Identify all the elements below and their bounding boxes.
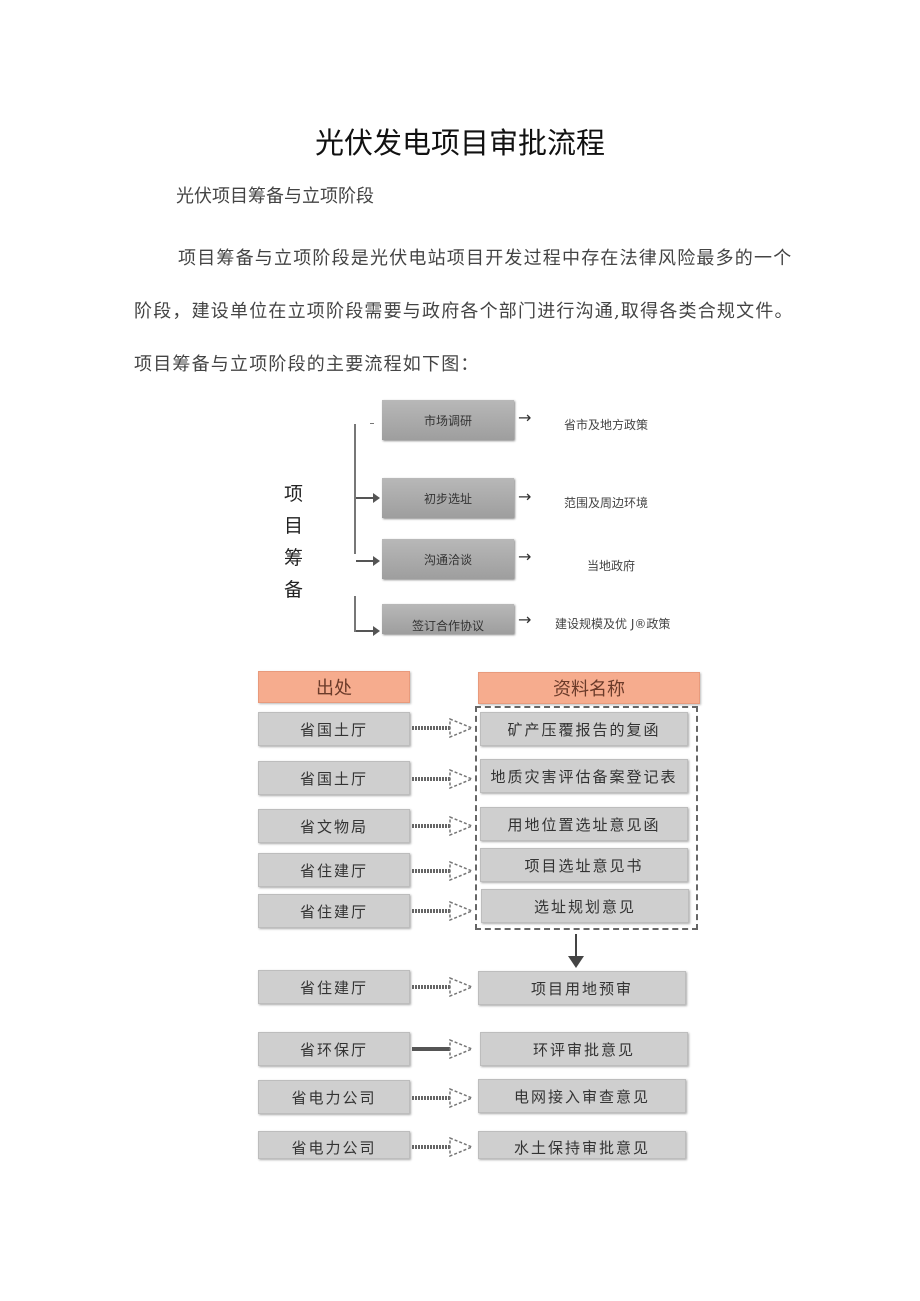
dashed-arrow-icon — [412, 901, 474, 921]
prep-step-note: 省市及地方政策 — [564, 418, 649, 432]
dashed-arrow-icon — [412, 769, 474, 789]
document-box: 电网接入审查意见 — [478, 1079, 686, 1113]
vertical-char: 筹 — [284, 547, 304, 569]
prep-vertical-label: 项 目 筹 备 — [284, 478, 304, 606]
header-document: 资料名称 — [478, 672, 700, 704]
document-box: 环评审批意见 — [480, 1032, 688, 1066]
prep-step-box: 市场调研 — [382, 400, 514, 440]
document-box: 项目用地预审 — [478, 971, 686, 1005]
source-box: 省电力公司 — [258, 1080, 410, 1114]
site-selection-group — [475, 706, 698, 930]
dashed-arrow-icon — [412, 718, 474, 738]
prep-step-note: 当地政府 — [587, 559, 636, 573]
document-box: 项目选址意见书 — [480, 848, 688, 882]
bracket-line — [354, 424, 356, 554]
dashed-arrow-icon — [412, 861, 474, 881]
branch-arrow-icon — [356, 626, 380, 636]
down-arrow-icon — [568, 934, 584, 968]
document-box: 矿产压覆报告的复函 — [480, 712, 688, 746]
prep-step-box: 签订合作协议 — [382, 604, 514, 634]
vertical-char: 目 — [284, 515, 304, 537]
source-box: 省电力公司 — [258, 1131, 410, 1159]
dashed-arrow-icon — [412, 1088, 474, 1108]
source-box: 省住建厅 — [258, 970, 410, 1004]
intro-paragraph: 项目筹备与立项阶段是光伏电站项目开发过程中存在法律风险最多的一个阶段，建设单位在… — [134, 248, 794, 375]
source-box: 省环保厅 — [258, 1032, 410, 1066]
right-arrow-icon: → — [518, 610, 532, 629]
source-box: 省国土厅 — [258, 712, 410, 746]
branch-arrow-icon — [356, 556, 380, 566]
right-arrow-icon: → — [518, 547, 532, 566]
vertical-char: 项 — [284, 483, 304, 505]
prep-step-box: 初步选址 — [382, 478, 514, 518]
prep-step-box: 沟通洽谈 — [382, 539, 514, 579]
prep-step-note: 建设规模及优 J®政策 — [555, 617, 671, 631]
dashed-arrow-icon — [412, 816, 474, 836]
vertical-char: 备 — [284, 579, 304, 601]
page-title: 光伏发电项目审批流程 — [314, 126, 605, 160]
dashed-arrow-icon — [412, 1039, 474, 1059]
prep-step-note: 范围及周边环境 — [564, 496, 649, 510]
bracket-tick — [370, 423, 374, 424]
dashed-arrow-icon — [412, 1137, 474, 1157]
right-arrow-icon: → — [518, 487, 532, 506]
document-box: 选址规划意见 — [481, 889, 689, 923]
dashed-arrow-icon — [412, 977, 474, 997]
document-box: 用地位置选址意见函 — [480, 807, 688, 841]
source-box: 省国土厅 — [258, 761, 410, 795]
document-box: 地质灾害评估备案登记表 — [480, 759, 688, 793]
source-box: 省住建厅 — [258, 853, 410, 887]
source-box: 省住建厅 — [258, 894, 410, 928]
right-arrow-icon: → — [518, 408, 532, 427]
header-source: 出处 — [258, 671, 410, 703]
bracket-line — [354, 596, 356, 632]
section-heading: 光伏项目筹备与立项阶段 — [176, 186, 374, 207]
source-box: 省文物局 — [258, 809, 410, 843]
branch-arrow-icon — [356, 493, 380, 503]
document-box: 水土保持审批意见 — [478, 1131, 686, 1159]
